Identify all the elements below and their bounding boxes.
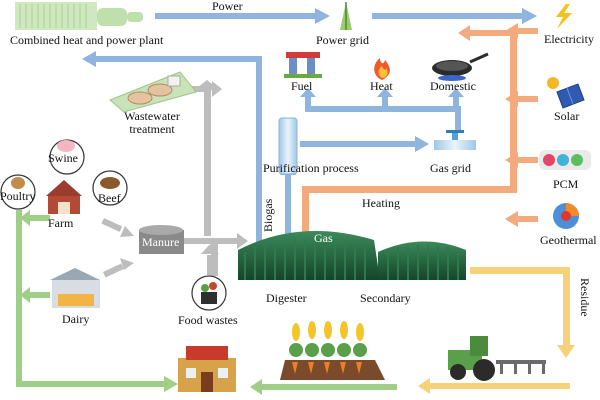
power-grid-label: Power grid: [316, 33, 369, 47]
beef-icon: [92, 170, 128, 206]
barn-icon: [46, 180, 82, 214]
fuel-station-icon: [284, 52, 322, 78]
pcm-icon: [539, 150, 591, 170]
solar-label: Solar: [554, 109, 580, 123]
digester-label: Digester: [266, 291, 307, 305]
farm-label: Farm: [48, 216, 74, 230]
biogas-label: Biogas: [261, 198, 275, 232]
wastewater-label-line2: treatment: [129, 122, 175, 136]
power-label: Power: [212, 0, 243, 13]
swine-label: Swine: [48, 151, 78, 165]
purification-to-gasgrid-arrow: [300, 136, 429, 152]
heating-arrows: [296, 23, 538, 270]
fuel-label: Fuel: [291, 79, 313, 93]
residue-arrow: [418, 267, 575, 394]
dairy-barn-icon: [50, 268, 100, 308]
lightning-icon: [556, 4, 572, 29]
pcm-label: PCM: [553, 177, 579, 191]
wastewater-plant-icon: [109, 71, 197, 113]
dairy-label: Dairy: [62, 312, 90, 326]
beef-label: Beef: [98, 191, 121, 205]
poultry-label: Poultry: [0, 189, 36, 203]
secondary-digester-icon: [378, 241, 466, 280]
geothermal-icon: [553, 203, 579, 229]
gas-grid-label: Gas grid: [430, 161, 471, 175]
domestic-label: Domestic: [430, 79, 476, 93]
manure-tank-icon: [139, 225, 184, 254]
residue-label: Residue: [578, 278, 592, 317]
solar-panel-icon: [547, 77, 585, 109]
purification-column-icon: [278, 117, 298, 175]
flame-icon: [374, 58, 390, 80]
manure-label: Manure: [142, 235, 180, 249]
power-pylon-icon: [340, 2, 352, 30]
grid-to-electricity-arrow: [372, 8, 537, 24]
biogas-to-chp-arrow: [82, 51, 262, 242]
frying-pan-icon: [432, 52, 489, 81]
power-arrow: [155, 8, 330, 24]
restaurant-icon: [178, 346, 236, 392]
wastewater-label-line1: Wastewater: [124, 109, 180, 123]
chp-plant-label: Combined heat and power plant: [10, 33, 164, 47]
heat-label: Heat: [370, 79, 393, 93]
heating-label: Heating: [362, 196, 400, 210]
purification-label: Purification process: [263, 161, 359, 175]
tractor-icon: [448, 336, 546, 381]
gas-label: Gas: [314, 231, 333, 245]
poultry-icon: [0, 174, 36, 210]
crops-field-icon: [280, 321, 385, 380]
gas-grid-pipe-icon: [434, 130, 476, 150]
geothermal-label: Geothermal: [540, 233, 597, 247]
food-wastes-label: Food wastes: [178, 313, 238, 327]
gray-flow-arrows: [101, 80, 248, 278]
food-wastes-icon: [191, 275, 227, 311]
chp-plant-icon: [15, 2, 143, 30]
digester-icon: [238, 231, 380, 280]
swine-icon: [49, 139, 85, 175]
gasgrid-to-uses-arrow: [300, 88, 464, 132]
green-flow-arrows: [16, 210, 397, 395]
electricity-label: Electricity: [544, 32, 594, 46]
secondary-label: Secondary: [360, 291, 411, 305]
